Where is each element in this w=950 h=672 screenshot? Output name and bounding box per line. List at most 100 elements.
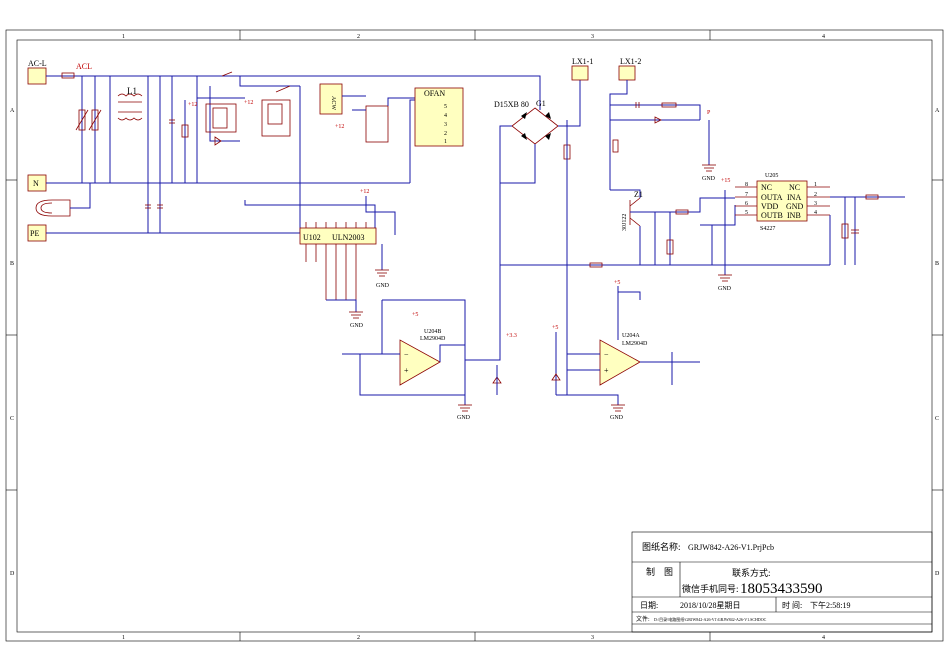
u205-pin-7-name: OUTA: [761, 193, 783, 202]
gnd-label-uln: GND: [350, 323, 364, 329]
relay1-supply-label: +12: [188, 102, 197, 108]
ofan-pin-1: 1: [444, 139, 447, 145]
phone-number: 18053433590: [740, 581, 823, 597]
gate-drive-network: [630, 190, 736, 275]
connector-pe: PE: [27, 224, 47, 242]
frame-column-labels: 1 2 3 4 1 2 3 4: [122, 34, 825, 641]
ofan-pin-3: 3: [444, 122, 447, 128]
ac-switch-block: ACW: [319, 83, 343, 115]
u204a-minus: −: [604, 350, 609, 359]
frame-row-labels: A B C D A B C D: [10, 108, 940, 577]
u204b-plus: +: [404, 366, 409, 375]
ofan-pin-4: 4: [444, 113, 447, 119]
u205-pin-1-name: NC: [789, 183, 800, 192]
u205-pin-2-num: 2: [814, 192, 817, 198]
ofan-pin-5: 5: [444, 104, 447, 110]
u205-ref-label: U205: [765, 173, 778, 179]
wechat-label: 微信手机同号:: [682, 583, 739, 594]
igbt-part-label: 30J122: [622, 214, 628, 231]
u205-part-label: S4227: [760, 226, 775, 232]
row-label-right-B: B: [935, 261, 939, 267]
bridge-part-label: D15XB 80: [494, 100, 529, 109]
u204a-ref-supply-label: +5: [552, 325, 558, 331]
connector-n-label: N: [33, 179, 39, 188]
col-label-bottom-4: 4: [822, 635, 825, 641]
relay-k1: [205, 103, 237, 146]
u205-pin-4-name: INB: [787, 211, 801, 220]
u204a-part-label: LM2904D: [622, 341, 648, 347]
ac-switch-label: ACW: [330, 96, 336, 110]
u205-pin-4-num: 4: [814, 210, 817, 216]
u204b-opamp: − + U204B LM2904D +5 GND +3.3: [342, 299, 517, 421]
file-path: D:\目录\电路图纸\GRJW842-A26-V1\GRJW842-A26-V1…: [654, 616, 767, 622]
u205-pin-6-num: 6: [745, 201, 748, 207]
ofan-label: OFAN: [424, 89, 445, 98]
u204b-supply-label: +5: [412, 312, 418, 318]
snubber-network: [563, 102, 701, 265]
relay2-supply-label: +12: [244, 100, 253, 106]
col-label-bottom-2: 2: [357, 635, 360, 641]
driver-supply-label: +15: [721, 178, 730, 184]
relay-contacts: [221, 71, 291, 93]
u204a-ref-label: U204A: [622, 333, 640, 339]
gnd-label-driver: GND: [718, 286, 732, 292]
uln2003-driver: U102 ULN2003 GND GND: [299, 196, 396, 329]
file-label: 文件:: [636, 615, 650, 623]
u205-pin-7-num: 7: [745, 192, 748, 198]
sheet-frame: [5, 29, 944, 642]
gnd-symbol-p: GND: [702, 120, 716, 182]
u204b-minus: −: [404, 350, 409, 359]
opto-supply-label: +12: [335, 124, 344, 130]
gnd-label-u204a: GND: [610, 415, 624, 421]
u204b-ref-label: U204B: [424, 329, 441, 335]
u205-pin-6-name: VDD: [761, 202, 779, 211]
p-net-label: P: [707, 110, 711, 116]
mains-wiring: [46, 75, 541, 234]
input-resistor: [61, 72, 75, 79]
col-label-top-2: 2: [357, 34, 360, 40]
igbt-z1: Z1 30J122: [610, 189, 643, 265]
u205-driver-ic: 8 7 6 5 NC OUTA VDD OUTB 1 2 3 4 NC INA …: [735, 180, 830, 222]
gnd-label-p: GND: [702, 176, 716, 182]
col-label-top-3: 3: [591, 34, 594, 40]
u204a-opamp: − + U204A LM2904D +5 +5 GND: [551, 280, 700, 421]
u204b-part-label: LM2904D: [420, 336, 446, 342]
drawing-name-label: 图纸名称:: [642, 541, 681, 552]
col-label-top-4: 4: [822, 34, 825, 40]
time-value: 下午2:58:19: [810, 600, 850, 610]
relay-k2: [261, 99, 291, 137]
u205-pin-1-num: 1: [814, 182, 817, 188]
u205-pin-2-name: INA: [787, 193, 801, 202]
connector-lx1-2: LX1-2: [609, 57, 641, 190]
igbt-ref-label: Z1: [634, 190, 643, 199]
gnd-label-uln-cap: GND: [376, 283, 390, 289]
ofan-pin-2: 2: [444, 131, 447, 137]
u204a-supply-label: +5: [614, 280, 620, 286]
u205-pin-8-name: NC: [761, 183, 772, 192]
drawing-name-value: GRJW842-A26-V1.PrjPcb: [688, 543, 774, 552]
connector-lx1-1-label: LX1-1: [572, 57, 593, 66]
bridge-rectifier: [499, 80, 581, 265]
uln-ref-label: U102: [303, 233, 321, 242]
optocoupler: [342, 95, 415, 143]
connector-ac-l: AC-L: [27, 59, 47, 85]
date-value: 2018/10/28星期日: [680, 601, 740, 610]
choke-label: L1: [127, 86, 137, 96]
col-label-top-1: 1: [122, 34, 125, 40]
made-by-label: 制 图: [646, 566, 673, 577]
row-label-left-A: A: [10, 108, 15, 114]
common-mode-choke-l1: L1: [117, 86, 143, 121]
ofan-connector: OFAN 5 4 3 2 1: [414, 87, 464, 147]
u205-input-network: [829, 194, 905, 265]
col-label-bottom-1: 1: [122, 635, 125, 641]
connector-pe-label: PE: [30, 229, 39, 238]
contact-label: 联系方式:: [732, 567, 771, 578]
varistor-group: [75, 109, 102, 131]
gnd-symbol-driver: GND: [718, 274, 732, 292]
row-label-left-C: C: [10, 416, 14, 422]
acl-net-label: ACL: [76, 62, 92, 71]
connector-ac-l-label: AC-L: [28, 59, 47, 68]
u205-pin-3-num: 3: [814, 201, 817, 207]
date-label: 日期:: [640, 601, 658, 610]
